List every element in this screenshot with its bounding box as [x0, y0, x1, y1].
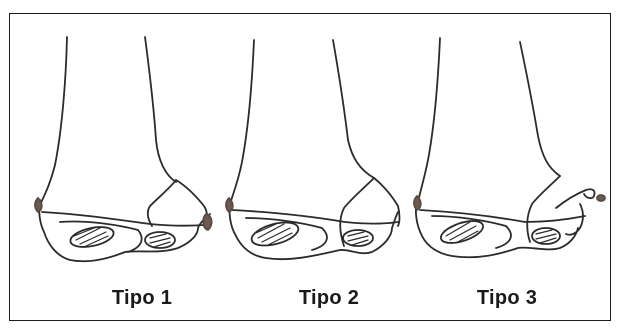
capitellum-oval [249, 218, 301, 250]
trochlea-hatching [150, 234, 170, 247]
displaced-fragment [556, 189, 595, 235]
displaced-fragment-tip [597, 195, 605, 201]
fracture-fragment [148, 180, 207, 226]
panel-tipo-1 [35, 37, 212, 261]
humerus-shaft-medial [333, 40, 374, 178]
epicondyle-mark-left [414, 196, 421, 210]
epicondyle-mark-right [203, 214, 211, 230]
transverse-line [232, 210, 398, 224]
label-tipo-3: Tipo 3 [437, 287, 577, 310]
capitellum-oval [438, 217, 485, 248]
transverse-line [42, 212, 205, 226]
capitellum-oval [69, 224, 116, 251]
trochlea-hatching [536, 230, 556, 243]
panel-tipo-3 [414, 38, 605, 257]
capitellum-hatching [444, 222, 478, 243]
panel-tipo-2 [226, 40, 400, 259]
humerus-shaft-lateral [40, 37, 67, 205]
capitellum-hatching [256, 224, 292, 245]
humerus-shaft-lateral [418, 38, 440, 202]
humerus-shaft-medial [145, 37, 176, 182]
humerus-shaft-medial [520, 42, 560, 176]
distal-humerus [39, 200, 210, 261]
humerus-shaft-lateral [230, 40, 254, 204]
label-tipo-2: Tipo 2 [259, 287, 399, 310]
epicondyle-mark-left [35, 198, 42, 212]
trochlea-hatching [348, 232, 368, 245]
epicondyle-mark-left [226, 198, 233, 212]
label-tipo-1: Tipo 1 [72, 287, 212, 310]
